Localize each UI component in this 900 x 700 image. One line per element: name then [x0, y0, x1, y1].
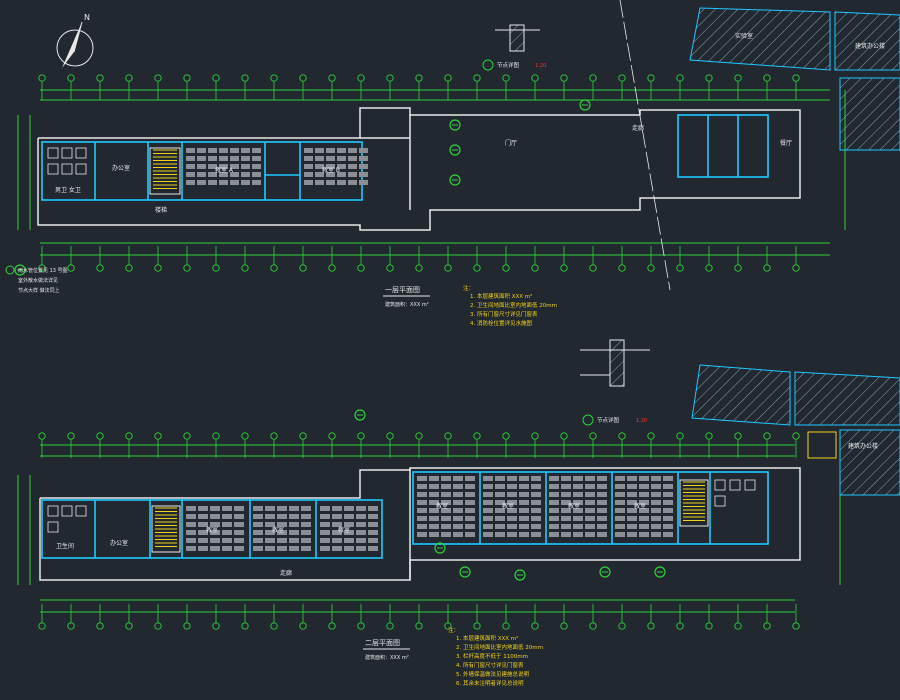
bottom-plan-title: 二层平面图 [365, 639, 400, 647]
bottom-dimension-lines [17, 440, 841, 613]
top-restroom-fixtures [47, 147, 87, 175]
top-axis-markers [38, 74, 800, 272]
top-room-labels: 男卫 女卫 办公室 教室 A 教室 B 门厅 走廊 餐厅 楼梯 [55, 124, 792, 214]
svg-text:4. 消防栓位置详见水施图: 4. 消防栓位置详见水施图 [470, 319, 532, 327]
label-classroom-a: 教室 A [215, 166, 234, 174]
bottom-plan-notes: 注： 1. 本层建筑面积 XXX m² 2. 卫生间地面比室内地面低 20mm … [448, 626, 543, 687]
bottom-floor-plan: 卫生间 办公室 教室 教室 教室 教室 教室 教室 教室 走廊 二层平面图 建筑… [17, 339, 900, 687]
bottom-plan-scale: 建筑面积：XXX m² [365, 654, 409, 661]
top-neighbor-building: 实验室 建筑办公楼 [689, 7, 900, 151]
label-restroom: 男卫 女卫 [55, 186, 81, 194]
bottom-room-walls [41, 471, 769, 559]
top-stair [149, 147, 181, 195]
label-hall: 门厅 [505, 139, 517, 147]
svg-text:6. 其余未注明者详见总说明: 6. 其余未注明者详见总说明 [456, 679, 524, 687]
bottom-stairs [151, 479, 709, 553]
bottom-room-labels: 卫生间 办公室 教室 教室 教室 教室 教室 教室 教室 走廊 [56, 502, 646, 577]
top-fire-hydrant-markers [14, 99, 591, 276]
label-corridor-2: 走廊 [280, 569, 292, 577]
label-restroom-2: 卫生间 [56, 542, 74, 550]
label-classroom-6: 教室 [568, 502, 580, 510]
bottom-plan-title-block: 二层平面图 建筑面积：XXX m² [363, 639, 410, 661]
top-plan-title: 一层平面图 [385, 286, 420, 294]
svg-text:1. 本层建筑面积 XXX m²: 1. 本层建筑面积 XXX m² [470, 292, 532, 300]
label-dining: 餐厅 [780, 139, 792, 147]
label-stair: 楼梯 [155, 206, 167, 214]
label-corridor: 走廊 [632, 124, 644, 132]
bottom-detail-title: 节点详图 [597, 416, 620, 424]
bottom-notes-title: 注： [448, 626, 459, 634]
svg-text:1:20: 1:20 [636, 418, 647, 424]
top-detail-title: 节点详图 [497, 61, 520, 69]
north-arrow-icon: N [56, 13, 94, 68]
top-desk-grid [186, 148, 368, 185]
bottom-desk-grid [186, 476, 673, 551]
top-detail-section: 节点详图 1:20 [482, 24, 546, 71]
svg-text:室外散水做法详见: 室外散水做法详见 [18, 277, 58, 284]
label-neighbor-a: 实验室 [735, 32, 753, 40]
top-plan-notes: 注： 1. 本层建筑面积 XXX m² 2. 卫生间地面比室内地面低 20mm … [463, 284, 557, 327]
label-classroom-4: 教室 [436, 502, 448, 510]
top-room-walls [41, 114, 769, 201]
label-classroom-b: 教室 B [322, 166, 340, 174]
svg-text:5. 外墙保温做法见建施总说明: 5. 外墙保温做法见建施总说明 [456, 670, 529, 678]
label-neighbor-b-2: 建筑办公楼 [848, 442, 878, 450]
bottom-axis-markers [38, 432, 800, 630]
top-plan-title-block: 一层平面图 建筑面积：XXX m² [383, 286, 430, 308]
svg-text:4. 所有门窗尺寸详见门窗表: 4. 所有门窗尺寸详见门窗表 [456, 661, 524, 669]
svg-text:3. 栏杆高度不低于 1100mm: 3. 栏杆高度不低于 1100mm [456, 652, 528, 660]
label-office-2: 办公室 [110, 539, 128, 547]
label-classroom-3: 教室 [338, 526, 350, 534]
top-floor-plan: 男卫 女卫 办公室 教室 A 教室 B 门厅 走廊 餐厅 楼梯 雨水管位置见 1… [5, 0, 900, 327]
top-side-note: 雨水管位置见 13 号图 室外散水做法详见 节点大样 做法同上 [5, 265, 68, 294]
top-outer-walls [37, 107, 801, 231]
svg-text:雨水管位置见 13 号图: 雨水管位置见 13 号图 [18, 267, 68, 274]
label-office: 办公室 [112, 164, 130, 172]
svg-text:2. 卫生间地面比室内地面低 20mm: 2. 卫生间地面比室内地面低 20mm [470, 301, 557, 309]
bottom-outer-walls [39, 467, 801, 581]
svg-text:1. 本层建筑面积 XXX m²: 1. 本层建筑面积 XXX m² [456, 634, 518, 642]
svg-text:节点大样 做法同上: 节点大样 做法同上 [18, 287, 60, 294]
bottom-restroom-fixtures [47, 479, 756, 533]
svg-text:1:20: 1:20 [535, 63, 546, 69]
label-classroom-1: 教室 [206, 526, 218, 534]
svg-text:N: N [84, 13, 90, 22]
label-classroom-5: 教室 [502, 502, 514, 510]
top-plan-scale: 建筑面积：XXX m² [385, 301, 429, 308]
label-classroom-2: 教室 [272, 526, 284, 534]
top-dimension-lines [17, 89, 846, 256]
label-classroom-7: 教室 [634, 502, 646, 510]
top-notes-title: 注： [463, 284, 474, 292]
bottom-detail-section: 节点详图 1:20 [580, 339, 650, 426]
bottom-fire-hydrant-markers [354, 409, 666, 581]
label-neighbor-b: 建筑办公楼 [855, 42, 885, 50]
svg-text:2. 卫生间地面比室内地面低 20mm: 2. 卫生间地面比室内地面低 20mm [456, 643, 543, 651]
svg-text:3. 所有门窗尺寸详见门窗表: 3. 所有门窗尺寸详见门窗表 [470, 310, 538, 318]
bottom-neighbor-building: 建筑办公楼 [691, 364, 900, 496]
